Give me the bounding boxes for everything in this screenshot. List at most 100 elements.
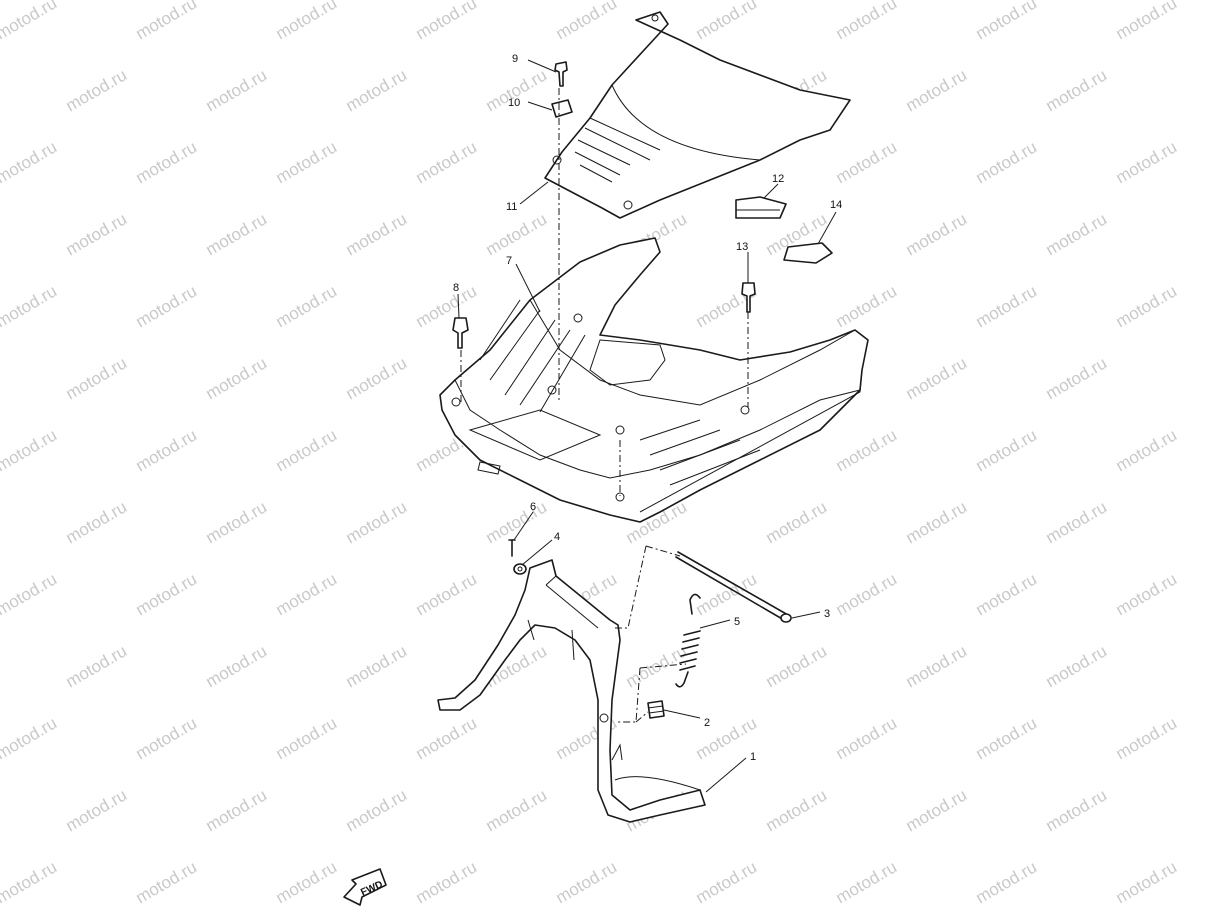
- callout-12: 12: [772, 173, 784, 185]
- watermark-text: motod.ru: [1043, 497, 1111, 547]
- watermark-text: motod.ru: [1113, 281, 1181, 331]
- watermark-text: motod.ru: [203, 497, 271, 547]
- callout-5: 5: [734, 616, 740, 628]
- watermark-text: motod.ru: [483, 497, 551, 547]
- watermark-text: motod.ru: [1113, 0, 1181, 43]
- part-1-main-stand: [437, 559, 706, 823]
- watermark-text: motod.ru: [273, 281, 341, 331]
- watermark-text: motod.ru: [413, 569, 481, 619]
- watermark-text: motod.ru: [203, 641, 271, 691]
- leader-lines: [457, 59, 837, 793]
- watermark-text: motod.ru: [833, 425, 901, 475]
- watermark-text: motod.ru: [203, 65, 271, 115]
- callout-8: 8: [453, 282, 459, 294]
- callout-3: 3: [824, 608, 830, 620]
- watermark-text: motod.ru: [413, 713, 481, 763]
- callout-4: 4: [554, 531, 560, 543]
- watermark-text: motod.ru: [343, 209, 411, 259]
- watermark-text: motod.ru: [1043, 641, 1111, 691]
- watermark-text: motod.ru: [973, 713, 1041, 763]
- watermark-text: motod.ru: [903, 641, 971, 691]
- watermark-text: motod.ru: [973, 281, 1041, 331]
- watermark-text: motod.ru: [133, 857, 201, 907]
- watermark-text: motod.ru: [0, 713, 60, 763]
- watermark-text: motod.ru: [63, 641, 131, 691]
- watermark-text: motod.ru: [133, 281, 201, 331]
- watermark-text: motod.ru: [203, 353, 271, 403]
- watermark-text: motod.ru: [63, 497, 131, 547]
- watermark-text: motod.ru: [63, 65, 131, 115]
- watermark-text: motod.ru: [1113, 569, 1181, 619]
- watermark-text: motod.ru: [1113, 857, 1181, 907]
- part-13-bolt: [741, 282, 756, 313]
- watermark-text: motod.ru: [273, 857, 341, 907]
- watermark-text: motod.ru: [133, 137, 201, 187]
- watermark-text: motod.ru: [903, 353, 971, 403]
- watermark-text: motod.ru: [343, 641, 411, 691]
- watermark-text: motod.ru: [203, 209, 271, 259]
- watermark-text: motod.ru: [903, 65, 971, 115]
- watermark-text: motod.ru: [903, 209, 971, 259]
- watermark-text: motod.ru: [133, 713, 201, 763]
- callout-6: 6: [530, 501, 536, 513]
- watermark-text: motod.ru: [973, 137, 1041, 187]
- watermark-text: motod.ru: [553, 857, 621, 907]
- watermark-text: motod.ru: [973, 425, 1041, 475]
- part-7-footboard: [439, 237, 869, 523]
- watermark-text: motod.ru: [273, 137, 341, 187]
- watermark-text: motod.ru: [973, 0, 1041, 43]
- fwd-arrow-icon: FWD: [343, 868, 387, 906]
- watermark-text: motod.ru: [1043, 65, 1111, 115]
- callout-13: 13: [736, 241, 748, 253]
- watermark-text: motod.ru: [903, 785, 971, 835]
- watermark-text: motod.ru: [0, 569, 60, 619]
- watermark-text: motod.ru: [483, 785, 551, 835]
- callout-11: 11: [506, 201, 517, 213]
- callout-10: 10: [508, 97, 520, 109]
- watermark-text: motod.ru: [973, 569, 1041, 619]
- watermark-text: motod.ru: [0, 857, 60, 907]
- part-9-screw: [554, 61, 568, 87]
- watermark-text: motod.ru: [693, 569, 761, 619]
- watermark-text: motod.ru: [343, 785, 411, 835]
- part-4-washer: [513, 563, 527, 575]
- watermark-text: motod.ru: [133, 425, 201, 475]
- watermark-text: motod.ru: [413, 137, 481, 187]
- part-12-damper: [735, 196, 787, 219]
- watermark-text: motod.ru: [63, 353, 131, 403]
- watermark-text: motod.ru: [273, 713, 341, 763]
- watermark-text: motod.ru: [763, 641, 831, 691]
- watermark-text: motod.ru: [203, 785, 271, 835]
- watermark-text: motod.ru: [413, 0, 481, 43]
- callout-7: 7: [506, 255, 512, 267]
- watermark-text: motod.ru: [693, 0, 761, 43]
- watermark-text: motod.ru: [483, 209, 551, 259]
- watermark-text: motod.ru: [973, 857, 1041, 907]
- watermark-text: motod.ru: [763, 497, 831, 547]
- watermark-text: motod.ru: [833, 0, 901, 43]
- watermark-text: motod.ru: [903, 497, 971, 547]
- part-3-shaft: [675, 551, 792, 623]
- watermark-text: motod.ru: [413, 857, 481, 907]
- watermark-text: motod.ru: [343, 497, 411, 547]
- watermark-text: motod.ru: [273, 0, 341, 43]
- watermark-text: motod.ru: [63, 785, 131, 835]
- callout-1: 1: [750, 751, 756, 763]
- watermark-text: motod.ru: [833, 713, 901, 763]
- watermark-text: motod.ru: [693, 857, 761, 907]
- watermark-text: motod.ru: [1043, 353, 1111, 403]
- watermark-text: motod.ru: [1113, 137, 1181, 187]
- watermark-text: motod.ru: [413, 281, 481, 331]
- watermark-text: motod.ru: [1043, 785, 1111, 835]
- part-8-bolt: [452, 317, 469, 349]
- part-14-damper: [783, 242, 833, 264]
- watermark-text: motod.ru: [133, 0, 201, 43]
- watermark-text: motod.ru: [833, 281, 901, 331]
- part-11-cover: [544, 11, 851, 219]
- watermark-text: motod.ru: [1113, 425, 1181, 475]
- watermark-text: motod.ru: [0, 425, 60, 475]
- callout-14: 14: [830, 199, 842, 211]
- part-10-nut: [551, 99, 573, 118]
- callout-2: 2: [704, 717, 710, 729]
- watermark-text: motod.ru: [273, 425, 341, 475]
